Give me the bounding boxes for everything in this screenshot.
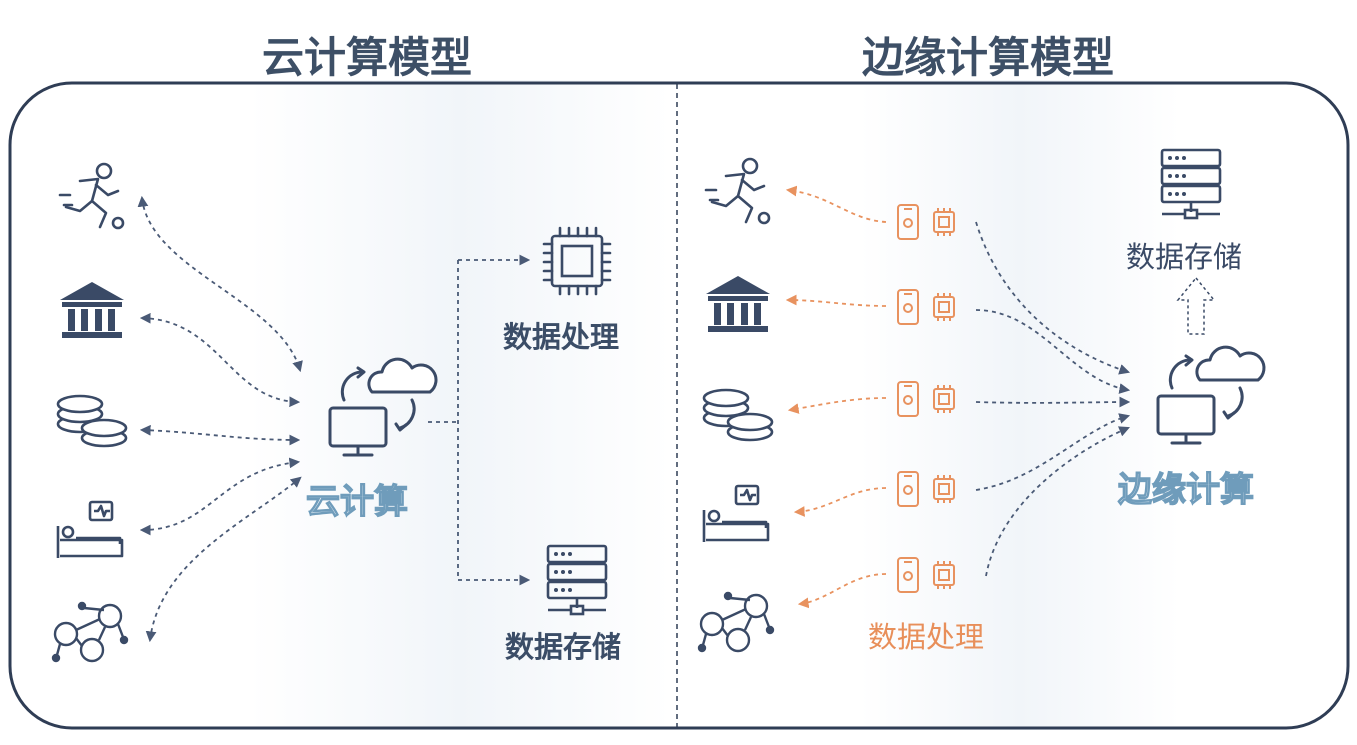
bg-panel-left [250,80,670,730]
edge-return-links [785,185,887,609]
cloud-processing-label: 数据处理 [503,320,620,354]
edge-forward-links [975,221,1131,577]
left-links [137,195,303,643]
up-arrow-icon [1176,276,1216,335]
cloud-branch-lines [428,254,531,586]
bank-icon-left [60,282,124,338]
coins-icon-right [702,388,774,442]
hospital-bed-icon-left [56,500,124,558]
cloud-computer-icon [328,357,438,457]
edge-device-icons [897,204,955,593]
server-icon-left [546,544,608,616]
cloud-computing-label: 云计算 [305,481,408,522]
edge-computer-icon [1156,345,1266,445]
runner-icon-left [58,162,125,230]
cloud-storage-label: 数据存储 [505,630,622,664]
edge-processing-label: 数据处理 [868,620,985,654]
title-cloud-model: 云计算模型 [262,33,473,82]
network-people-icon-right [697,591,775,653]
server-icon-right [1160,148,1222,220]
diagram-frame [8,81,1350,730]
edge-computing-label: 边缘计算 [1117,469,1254,510]
runner-icon-right [704,157,771,225]
coins-icon-left [56,394,128,448]
chip-icon [542,226,612,296]
hospital-bed-icon-right [702,484,770,542]
bank-icon-right [706,276,770,332]
network-people-icon-left [51,601,129,663]
edge-storage-label: 数据存储 [1126,240,1243,274]
title-edge-model: 边缘计算模型 [862,33,1115,82]
